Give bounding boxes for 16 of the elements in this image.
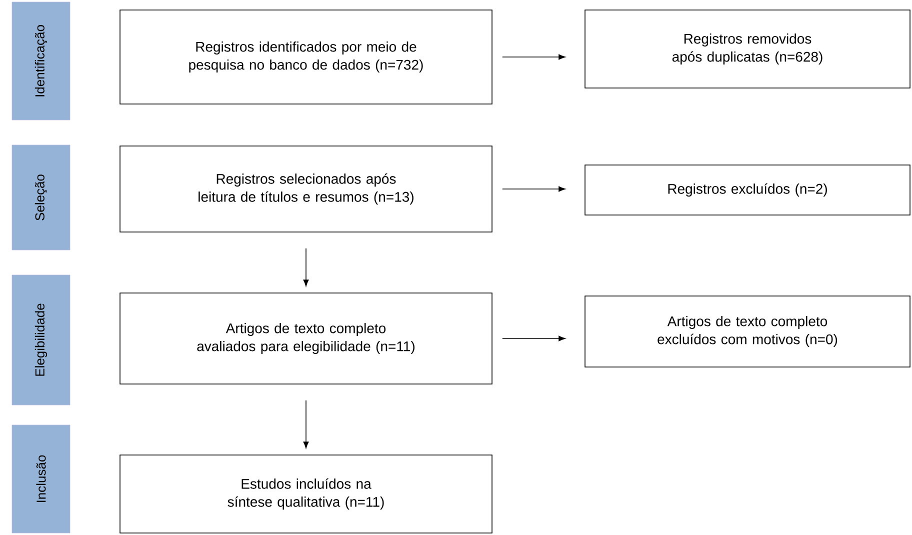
stage-band: Identificação [12,2,70,120]
arrow [502,54,566,60]
stage-band: Elegibilidade [12,274,70,406]
process-box: Artigos de texto completo excluídos com motivos (n=0) [584,296,910,368]
process-box: Registros selecionados após leitura de títulos e resumos (n=13) [120,146,492,232]
process-box: Artigos de texto completo avaliados para elegibilidade (n=11) [120,292,492,384]
arrow [303,248,309,286]
process-box: Estudos incluídos na síntese qualitativa (n=11) [120,454,492,534]
arrow [303,400,309,448]
process-box: Registros identificados por meio de pesquisa no banco de dados (n=732) [120,10,492,104]
stage-band: Seleção [12,144,70,250]
process-box: Registros removidos após duplicatas (n=628) [584,10,910,88]
arrow [502,186,566,192]
stage-band: Inclusão [12,424,70,534]
arrow [502,336,566,342]
process-box: Registros excluídos (n=2) [584,164,910,216]
